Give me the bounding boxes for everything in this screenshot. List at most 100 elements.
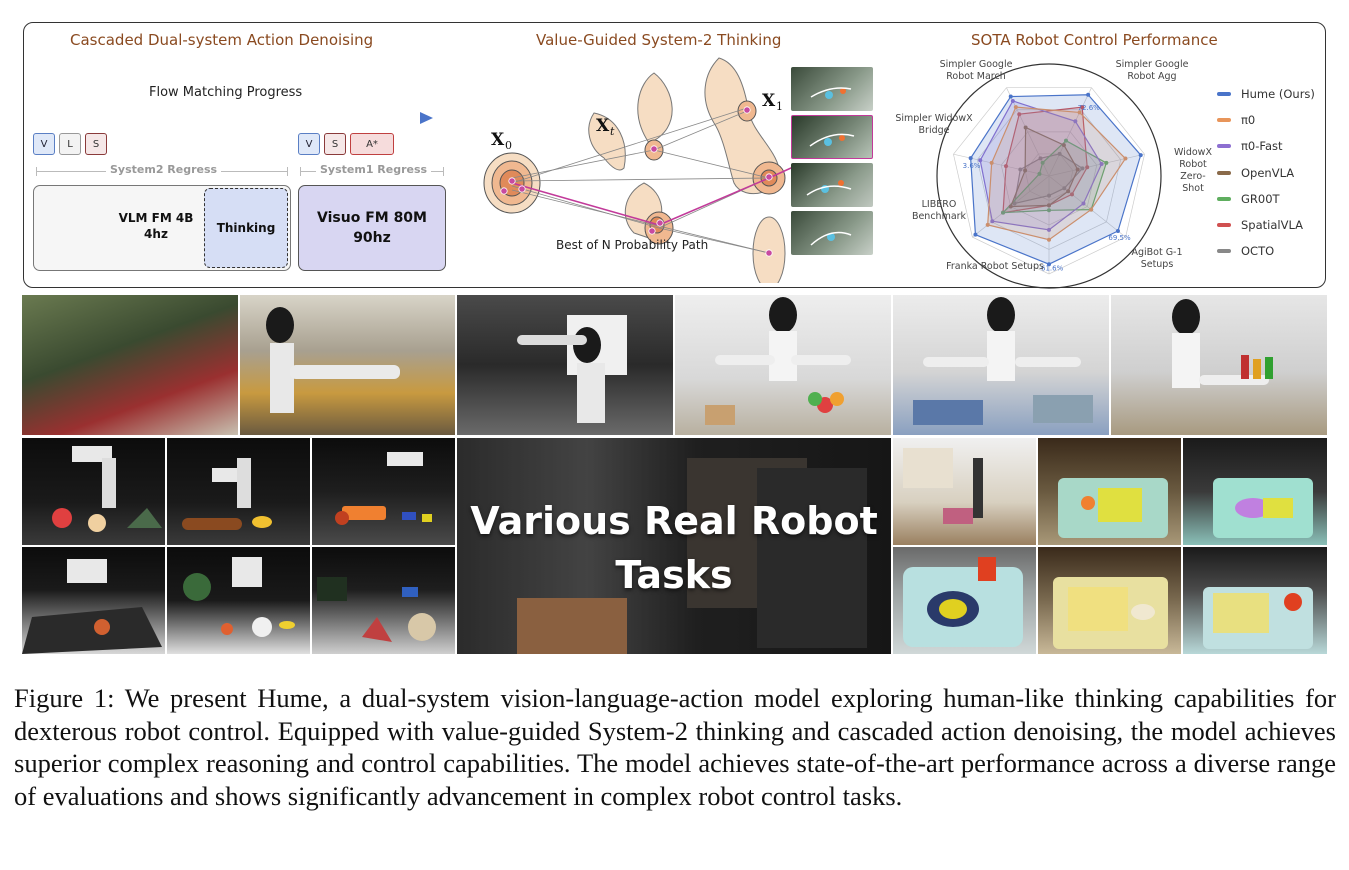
legend-label: OCTO [1241, 244, 1275, 259]
visuo-frequency: 90hz [353, 230, 391, 246]
libero-photo-1 [893, 438, 1036, 545]
trajectory-thumbnail-2 [791, 115, 873, 159]
radar-series--0 [987, 106, 1127, 241]
token-action: A* [350, 133, 394, 155]
radar-point [1085, 165, 1090, 170]
various-tasks-title: Various Real Robot Tasks [457, 494, 891, 602]
flow-matching-arrow [36, 112, 433, 124]
radar-point [1057, 151, 1062, 156]
legend-swatch [1217, 223, 1231, 228]
radar-legend: Hume (Ours) π0 π0-Fast OpenVLA GR00T Spa… [1217, 81, 1315, 264]
x1-subscript: 1 [776, 100, 783, 113]
thinking-block: Thinking [204, 188, 288, 268]
vlm-size: VLM FM 4B [118, 211, 194, 225]
radar-point [1017, 112, 1022, 117]
radar-point [1064, 138, 1069, 143]
robot-photo-shelf-items [1111, 295, 1327, 435]
radar-point [1080, 166, 1085, 171]
token-language: L [59, 133, 81, 155]
franka-photo-6 [312, 547, 455, 654]
radar-point [989, 160, 994, 165]
overlay-line-2: Tasks [615, 553, 733, 597]
robot-photo-supermarket-2 [240, 295, 455, 435]
best-of-n-caption: Best of N Probability Path [556, 238, 709, 252]
x0-subscript: 0 [505, 139, 512, 152]
radar-point [1047, 227, 1051, 232]
radar-point [1023, 125, 1028, 130]
radar-point [1013, 105, 1018, 110]
radar-point [1104, 160, 1109, 165]
section-title-thinking: Value-Guided System-2 Thinking [536, 31, 782, 49]
sink-photo-3 [893, 547, 1036, 654]
radar-point [1089, 207, 1094, 212]
xt-subscript: t [610, 125, 615, 138]
legend-swatch [1217, 92, 1231, 97]
legend-item-octo: OCTO [1217, 238, 1315, 264]
radar-axis-label-google-march: Simpler Google Robot March [939, 59, 1013, 82]
radar-point [1008, 94, 1013, 99]
radar-point [1047, 208, 1051, 213]
section-title-denoising: Cascaded Dual-system Action Denoising [70, 31, 374, 49]
robot-photo-kitchen [457, 295, 673, 435]
probability-path-diagram: X 0 X t X 1 [483, 57, 794, 283]
legend-item-gr00t: GR00T [1217, 186, 1315, 212]
radar-value-label: 61.6% [1041, 264, 1064, 272]
radar-spoke-2 [1048, 175, 1126, 238]
radar-value-label: 3.6% [963, 162, 981, 170]
radar-point [1138, 153, 1143, 158]
radar-axis-label-google-agg: Simpler Google Robot Agg [1115, 59, 1189, 82]
radar-series--0-fast [979, 100, 1103, 231]
section-title-performance: SOTA Robot Control Performance [971, 31, 1218, 49]
vlm-frequency: 4hz [144, 227, 168, 241]
radar-axis-label-widowx-zero-shot: WidowX Robot Zero-Shot [1174, 147, 1212, 194]
radar-point [1066, 189, 1071, 194]
radar-point [1037, 171, 1042, 176]
radar-point [1040, 160, 1045, 165]
radar-point [1061, 143, 1066, 148]
legend-label: π0 [1241, 113, 1256, 128]
sink-photo-5 [1183, 547, 1327, 654]
radar-chart: 72.6%3.6%69.5%61.6% [936, 63, 1162, 289]
radar-point [1081, 201, 1086, 206]
radar-series-octo [1013, 153, 1084, 205]
legend-swatch [1217, 118, 1231, 123]
legend-item-spatialvla: SpatialVLA [1217, 212, 1315, 238]
radar-point [1069, 192, 1074, 197]
legend-item-openvla: OpenVLA [1217, 160, 1315, 186]
radar-point [1075, 167, 1080, 172]
franka-photo-1 [22, 438, 165, 545]
radar-series-openvla [1009, 126, 1079, 208]
legend-label: π0-Fast [1241, 139, 1283, 154]
legend-label: Hume (Ours) [1241, 87, 1315, 102]
radar-point [968, 156, 973, 161]
various-tasks-hero-photo [457, 438, 891, 654]
radar-point [1115, 228, 1120, 233]
radar-point [1008, 204, 1013, 209]
radar-point [1038, 156, 1043, 161]
radar-point [1123, 156, 1128, 161]
system2-block: VLM FM 4B 4hz Thinking [33, 185, 291, 271]
trajectory-thumbnail-4 [791, 211, 873, 255]
radar-series-hume-ours- [970, 94, 1142, 265]
radar-point [1012, 201, 1017, 206]
figure-overview-panel: Cascaded Dual-system Action Denoising Fl… [23, 22, 1326, 289]
radar-point [1047, 203, 1051, 208]
legend-item-pi0: π0 [1217, 107, 1315, 133]
radar-grid-ring-4 [953, 87, 1145, 275]
radar-axis-label-libero: LIBERO Benchmark [911, 199, 967, 222]
sink-photo-1 [1038, 438, 1181, 545]
radar-point [1047, 193, 1051, 198]
token-state-sys1: S [324, 133, 346, 155]
radar-axis-label-widowx-bridge: Simpler WidowX Bridge [895, 113, 973, 136]
radar-point [1047, 237, 1051, 242]
legend-swatch [1217, 196, 1231, 201]
system1-block: Visuo FM 80M 90hz [298, 185, 446, 271]
radar-point [978, 158, 983, 163]
robot-photo-folding-clothes [893, 295, 1109, 435]
radar-spoke-1 [1048, 153, 1145, 177]
legend-label: OpenVLA [1241, 165, 1295, 180]
sys2-regress-label: System2 Regress [106, 163, 222, 176]
radar-axis-label-franka: Franka Robot Setups [946, 261, 1044, 272]
radar-spoke-0 [1048, 87, 1092, 177]
sys1-regress-label: System1 Regress [316, 163, 432, 176]
